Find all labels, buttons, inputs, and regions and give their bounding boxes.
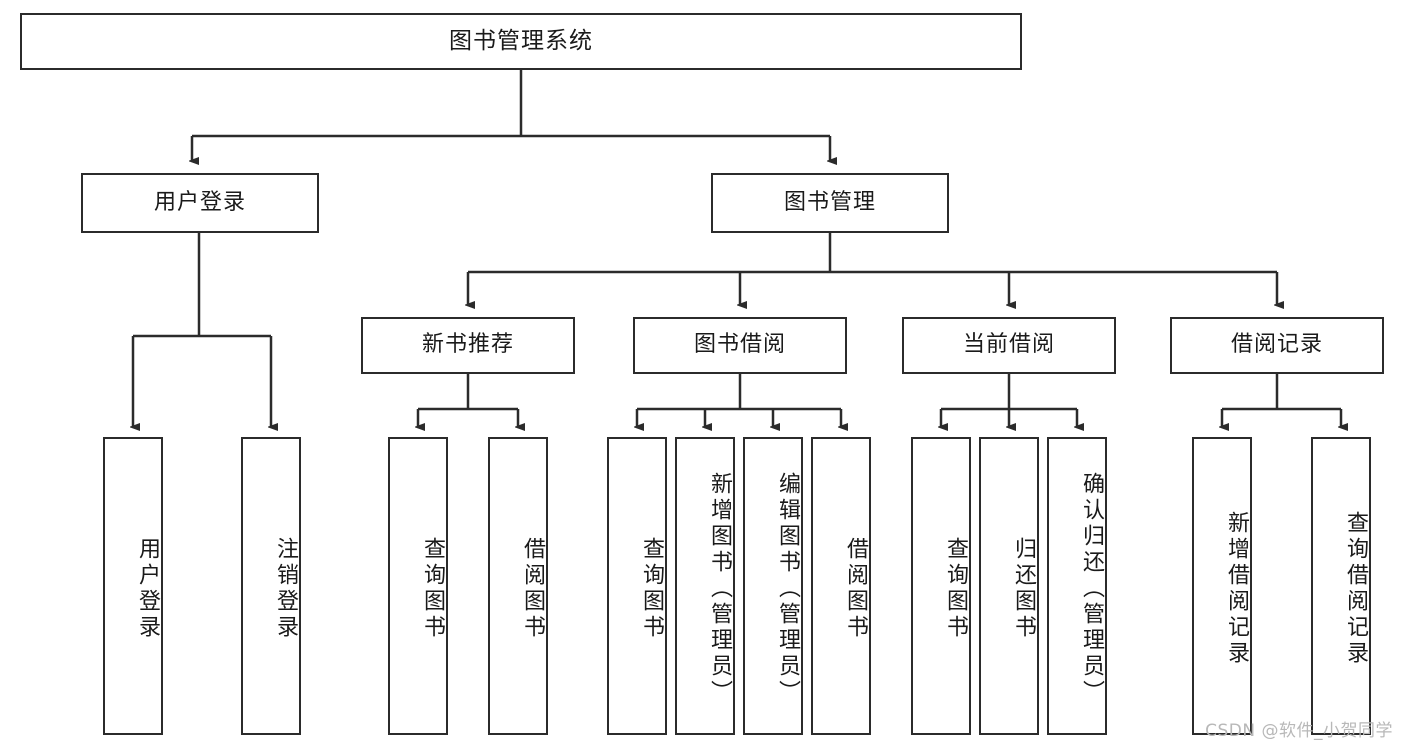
leaf-node-return-books[interactable]: 归还图书 (979, 437, 1039, 735)
node-label: 新增图书（管理员） (707, 472, 732, 706)
node-label: 用户登录 (153, 189, 246, 215)
node-label: 图书管理 (783, 189, 876, 215)
node-label: 注销登录 (273, 537, 298, 641)
node-label: 新书推荐 (421, 332, 514, 358)
leaf-node-logout[interactable]: 注销登录 (241, 437, 301, 735)
node-label: 查询图书 (420, 537, 445, 641)
leaf-node-add-borrowing-record[interactable]: 新增借阅记录 (1192, 437, 1252, 735)
node-new-book-recommendation[interactable]: 新书推荐 (361, 317, 575, 374)
node-label: 图书借阅 (693, 332, 786, 358)
node-label: 图书管理系统 (449, 27, 593, 54)
leaf-node-borrow-books-recommend[interactable]: 借阅图书 (488, 437, 548, 735)
node-label: 查询借阅记录 (1343, 511, 1368, 667)
node-label: 用户登录 (135, 537, 160, 641)
leaf-node-query-books-borrowing[interactable]: 查询图书 (607, 437, 667, 735)
node-label: 借阅图书 (520, 537, 545, 641)
node-label: 归还图书 (1011, 537, 1036, 641)
node-label: 查询图书 (639, 537, 664, 641)
node-book-borrowing[interactable]: 图书借阅 (633, 317, 847, 374)
leaf-node-confirm-return-admin[interactable]: 确认归还（管理员） (1047, 437, 1107, 735)
node-label: 编辑图书（管理员） (775, 472, 800, 706)
node-label: 新增借阅记录 (1224, 511, 1249, 667)
leaf-node-query-books-current[interactable]: 查询图书 (911, 437, 971, 735)
node-user-login[interactable]: 用户登录 (81, 173, 319, 233)
node-borrowing-records[interactable]: 借阅记录 (1170, 317, 1384, 374)
node-label: 借阅图书 (843, 537, 868, 641)
node-label: 查询图书 (943, 537, 968, 641)
node-label: 借阅记录 (1230, 332, 1323, 358)
leaf-node-add-book-admin[interactable]: 新增图书（管理员） (675, 437, 735, 735)
leaf-node-borrow-books-borrowing[interactable]: 借阅图书 (811, 437, 871, 735)
csdn-watermark: CSDN @软件_小贺同学 (1205, 721, 1393, 741)
leaf-node-query-borrowing-record[interactable]: 查询借阅记录 (1311, 437, 1371, 735)
leaf-node-user-login[interactable]: 用户登录 (103, 437, 163, 735)
node-root-book-management-system[interactable]: 图书管理系统 (20, 13, 1022, 70)
leaf-node-edit-book-admin[interactable]: 编辑图书（管理员） (743, 437, 803, 735)
node-label: 当前借阅 (962, 332, 1055, 358)
node-label: 确认归还（管理员） (1079, 472, 1104, 706)
node-book-management[interactable]: 图书管理 (711, 173, 949, 233)
leaf-node-query-books-recommend[interactable]: 查询图书 (388, 437, 448, 735)
node-current-borrowing[interactable]: 当前借阅 (902, 317, 1116, 374)
